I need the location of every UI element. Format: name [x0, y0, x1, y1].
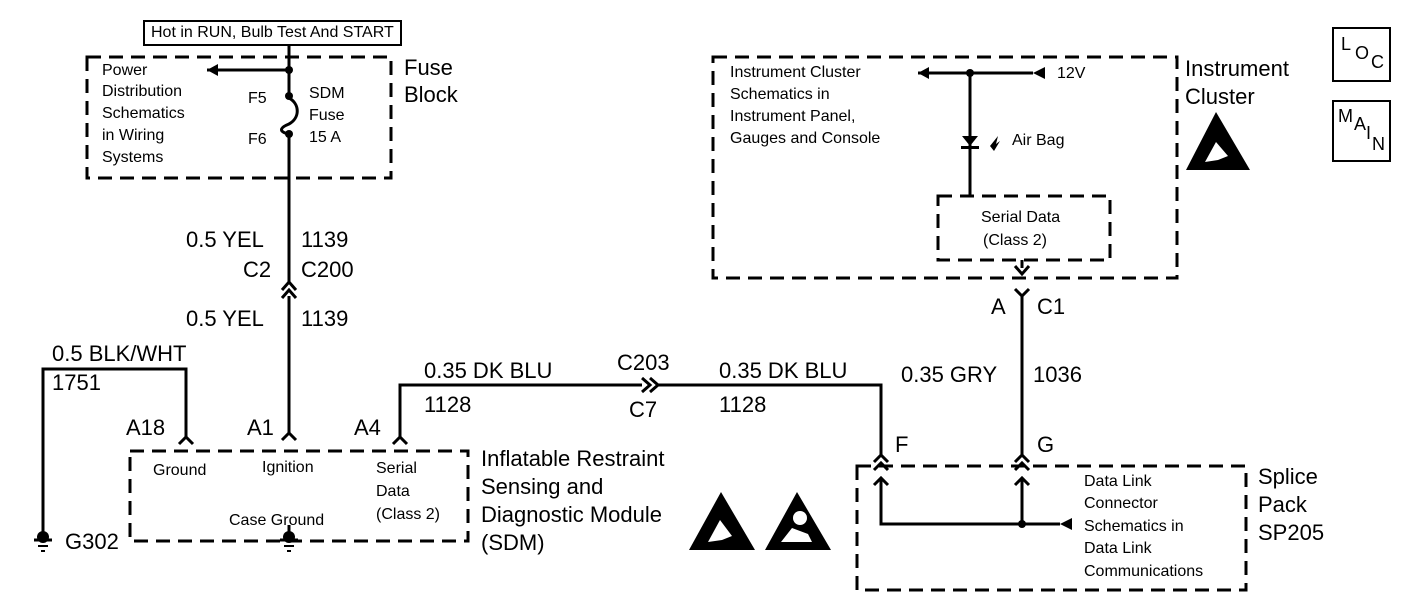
splice-pack-note: Data Link: [1084, 473, 1152, 490]
splice-pack-note: Connector: [1084, 495, 1158, 512]
fuse-pin-f6: F6: [248, 131, 267, 148]
connector-label: C203: [617, 350, 670, 375]
fuse-block-note: Systems: [102, 149, 164, 166]
wire-size-label: 0.5 BLK/WHT: [52, 341, 187, 366]
instrument-cluster-title: Cluster: [1185, 84, 1255, 109]
pin-label: A18: [126, 415, 166, 440]
pin-label: F: [895, 432, 909, 457]
circuit-number: 1139: [301, 227, 349, 252]
splice-pack-note: Schematics in: [1084, 518, 1184, 535]
wire-size-label: 0.5 YEL: [186, 306, 264, 331]
splice-pack-title: SP205: [1258, 520, 1325, 545]
serial-data-label: (Class 2): [983, 232, 1048, 249]
wire-size-label: 0.35 GRY: [901, 362, 998, 387]
sdm-title: Sensing and: [481, 474, 604, 499]
instrument-cluster-box: [711, 55, 1179, 280]
sdm-box: [128, 449, 470, 543]
instrument-cluster-note: Instrument Panel,: [730, 108, 856, 125]
nav-letter: A: [1354, 114, 1367, 134]
esd-warning-icon: [1186, 112, 1250, 170]
case-ground-label: Case Ground: [229, 512, 325, 529]
wire-size-label: 0.35 DK BLU: [719, 358, 848, 383]
airbag-indicator-label: Air Bag: [1012, 132, 1065, 149]
splice-pack-note: Communications: [1084, 563, 1204, 580]
fuse-pin-f5: F5: [248, 90, 267, 107]
pin-label: A: [991, 294, 1006, 319]
connector-label: C7: [629, 397, 658, 422]
nav-letter: M: [1338, 106, 1353, 126]
wire-size-label: 0.35 DK BLU: [424, 358, 553, 383]
power-source-label: Hot in RUN, Bulb Test And START: [143, 20, 402, 46]
nav-letter: L: [1341, 34, 1352, 54]
connector-label: C200: [301, 257, 354, 282]
fuse-block-note: Power: [102, 62, 148, 79]
connector-label: C1: [1037, 294, 1066, 319]
fuse-name: Fuse: [309, 107, 345, 124]
instrument-cluster-title: Instrument: [1185, 56, 1289, 81]
fuse-block-note: in Wiring: [102, 127, 165, 144]
instrument-cluster-note: Instrument Cluster: [730, 64, 861, 81]
fuse-block-note: Schematics: [102, 105, 185, 122]
fuse-name: SDM: [309, 85, 345, 102]
pin-label: G: [1037, 432, 1055, 457]
main-button[interactable]: M A I N: [1332, 100, 1391, 162]
splice-pack-note: Data Link: [1084, 540, 1152, 557]
instrument-cluster-note: Gauges and Console: [730, 130, 881, 147]
splice-pack-title: Splice: [1258, 464, 1318, 489]
circuit-number: 1128: [424, 392, 472, 417]
pin-label: A1: [247, 415, 274, 440]
circuit-number: 1128: [719, 392, 767, 417]
splice-pack-title: Pack: [1258, 492, 1307, 517]
nav-letter: I: [1366, 123, 1372, 143]
pin-label: A4: [354, 415, 381, 440]
serial-data-box: [936, 194, 1112, 262]
sdm-terminal-label: Ground: [153, 462, 207, 479]
fuse-block-note: Distribution: [102, 83, 183, 100]
nav-letter: C: [1371, 52, 1384, 72]
circuit-number: 1036: [1033, 362, 1082, 387]
nav-letter: O: [1355, 43, 1370, 63]
instrument-cluster-note: Schematics in: [730, 86, 830, 103]
sdm-title: Inflatable Restraint: [481, 446, 665, 471]
splice-pack-box: [855, 464, 1248, 592]
wire-size-label: 0.5 YEL: [186, 227, 264, 252]
sdm-terminal-label: (Class 2): [376, 506, 441, 523]
airbag-warning-icon: [765, 492, 831, 550]
serial-data-label: Serial Data: [981, 209, 1061, 226]
fuse-block-title: Fuse: [404, 55, 453, 80]
sdm-terminal-label: Ignition: [262, 459, 314, 476]
fuse-name: 15 A: [309, 129, 342, 146]
supply-voltage: 12V: [1057, 65, 1086, 82]
circuit-number: 1139: [301, 306, 349, 331]
location-button[interactable]: L O C: [1332, 27, 1391, 82]
fuse-block-box: [85, 55, 393, 180]
fuse-block-title: Block: [404, 82, 458, 107]
connector-label: C2: [243, 257, 272, 282]
circuit-number: 1751: [52, 370, 101, 395]
nav-letter: N: [1372, 134, 1385, 154]
ground-id: G302: [65, 529, 119, 554]
sdm-terminal-label: Serial: [376, 460, 417, 477]
sdm-terminal-label: Data: [376, 483, 410, 500]
sdm-title: Diagnostic Module: [481, 502, 662, 527]
esd-warning-icon: [689, 492, 755, 550]
sdm-title: (SDM): [481, 530, 545, 555]
